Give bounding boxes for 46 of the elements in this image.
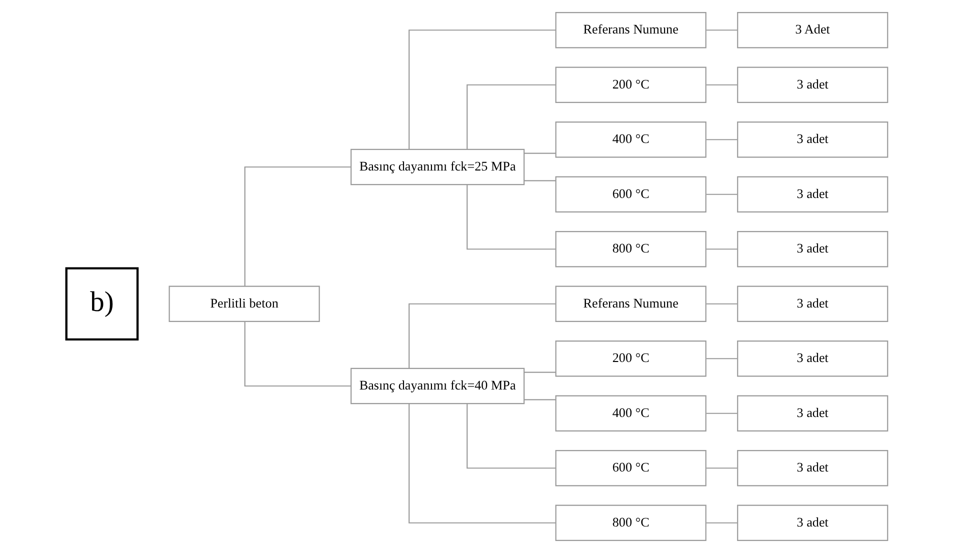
connector bbox=[706, 139, 737, 140]
connector bbox=[466, 184, 556, 250]
node-box: 3 adet bbox=[736, 504, 888, 541]
connector bbox=[524, 152, 556, 154]
connector bbox=[408, 404, 556, 524]
connector bbox=[706, 30, 737, 31]
node-box: 3 adet bbox=[736, 122, 888, 158]
connector bbox=[244, 322, 350, 387]
node-box: Basınç dayanımı fck=40 MPa bbox=[350, 368, 524, 404]
connector bbox=[706, 468, 737, 469]
node-box: 600 °C bbox=[554, 450, 706, 486]
connector bbox=[408, 303, 556, 368]
node-box: 200 °C bbox=[554, 66, 706, 103]
node-box: 800 °C bbox=[554, 504, 706, 541]
node-box: 3 adet bbox=[736, 340, 888, 377]
node-box: 3 adet bbox=[736, 231, 888, 268]
node-box: Perlitli beton bbox=[168, 286, 320, 322]
node-box: 3 adet bbox=[736, 450, 888, 486]
node-box: Basınç dayanımı fck=25 MPa bbox=[350, 148, 524, 186]
connector bbox=[408, 30, 556, 150]
connector bbox=[706, 303, 737, 304]
connector bbox=[244, 166, 350, 286]
connector bbox=[466, 84, 556, 150]
connector bbox=[524, 180, 556, 182]
connector bbox=[524, 372, 556, 373]
node-box: 3 adet bbox=[736, 176, 888, 212]
connector bbox=[466, 404, 556, 469]
node-box: Referans Numune bbox=[554, 12, 706, 48]
connector bbox=[706, 522, 737, 524]
node-box: 400 °C bbox=[554, 122, 706, 158]
connector bbox=[524, 399, 556, 400]
node-box: 3 adet bbox=[736, 395, 888, 432]
node-box: 600 °C bbox=[554, 176, 706, 212]
node-box: 400 °C bbox=[554, 395, 706, 432]
connector bbox=[706, 358, 737, 360]
node-box: b) bbox=[64, 267, 138, 341]
node-box: 3 adet bbox=[736, 66, 888, 103]
connector bbox=[706, 412, 737, 414]
node-box: 3 adet bbox=[736, 286, 888, 322]
node-box: 800 °C bbox=[554, 231, 706, 268]
node-box: 200 °C bbox=[554, 340, 706, 377]
node-box: 3 Adet bbox=[736, 12, 888, 48]
node-box: Referans Numune bbox=[554, 286, 706, 322]
connector bbox=[706, 194, 737, 195]
connector bbox=[706, 84, 737, 86]
connector bbox=[706, 248, 737, 250]
